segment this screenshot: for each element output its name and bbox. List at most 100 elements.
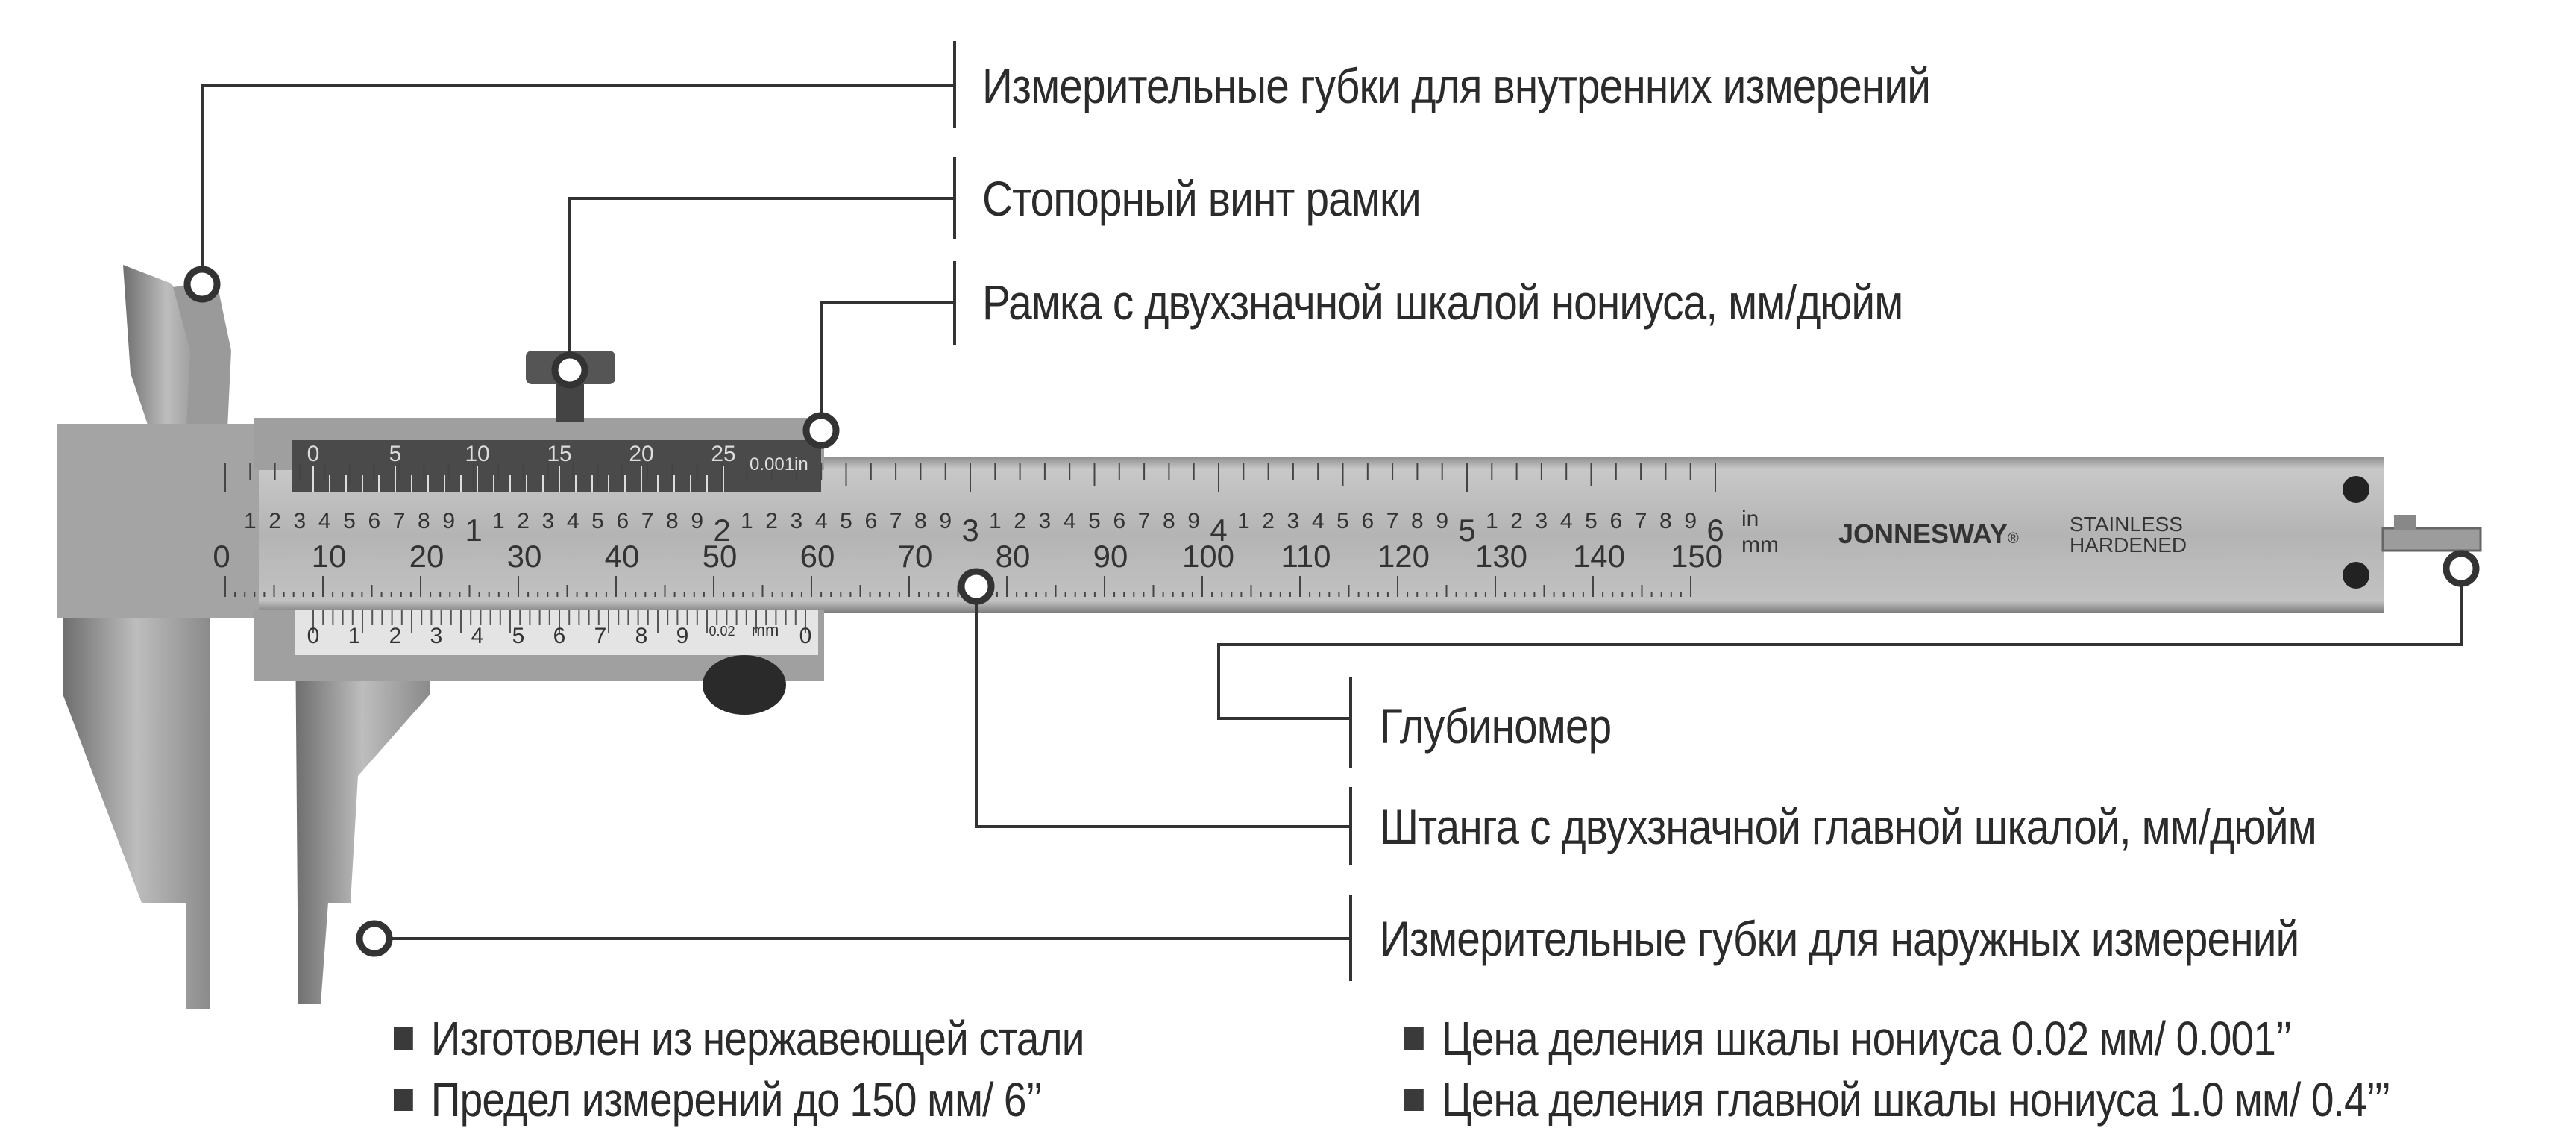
callout-line-lock-screw: [568, 197, 955, 356]
mm-scale-label: 0: [213, 539, 230, 574]
mm-scale-label: 20: [409, 539, 444, 574]
inch-subdivision-label: 4: [1064, 509, 1076, 533]
bullet-square-icon: [1404, 1027, 1424, 1050]
inch-subdivision-label: 9: [442, 509, 455, 533]
inch-unit-label: in: [1741, 507, 1759, 531]
inch-subdivision-label: 3: [1536, 509, 1548, 533]
inch-subdivision-label: 3: [1039, 509, 1052, 533]
mm-scale-label: 70: [898, 539, 933, 574]
feature-item: Цена деления главной шкалы нониуса 1.0 м…: [1404, 1073, 2391, 1127]
inch-subdivision-label: 2: [765, 509, 778, 533]
label-frame: Рамка с двухзначной шкалой нониуса, мм/д…: [982, 275, 1903, 330]
inch-subdivision-label: 2: [1014, 509, 1026, 533]
top-vernier-label: 0: [307, 442, 320, 466]
inch-subdivision-label: 9: [939, 509, 952, 533]
inch-subdivision-label: 8: [666, 509, 679, 533]
mm-scale-label: 80: [996, 539, 1031, 574]
inch-subdivision-label: 9: [1684, 509, 1697, 533]
depth-rod: [2381, 527, 2482, 552]
bullet-square-icon: [1404, 1089, 1424, 1111]
top-vernier-label: 15: [547, 442, 571, 466]
inch-subdivision-label: 4: [318, 509, 331, 533]
inch-subdivision-label: 6: [864, 509, 877, 533]
bullet-square-icon: [394, 1089, 413, 1111]
brand-logo: JONNESWAY: [1838, 519, 2008, 549]
feature-item: Предел измерений до 150 мм/ 6’’: [394, 1073, 1043, 1127]
bottom-vernier-unit: mm: [752, 621, 779, 639]
moving-inner-jaw: [173, 280, 231, 429]
inch-subdivision-label: 3: [294, 509, 307, 533]
bottom-vernier-label: 8: [635, 624, 648, 648]
inch-subdivision-label: 8: [1411, 509, 1424, 533]
inch-subdivision-label: 2: [517, 509, 530, 533]
label-lock-screw: Стопорный винт рамки: [982, 171, 1421, 226]
callout-marker: [183, 266, 221, 303]
inch-subdivision-label: 9: [1187, 509, 1200, 533]
bullet-square-icon: [394, 1027, 413, 1050]
mm-scale-label: 50: [703, 539, 738, 574]
inch-subdivision-label: 7: [1138, 509, 1151, 533]
mm-scale-label: 60: [800, 539, 835, 574]
bottom-vernier-label: 9: [676, 624, 689, 648]
feature-item: Изготовлен из нержавеющей стали: [394, 1015, 1084, 1062]
thumb-wheel: [703, 655, 786, 715]
inch-subdivision-label: 7: [890, 509, 902, 533]
inch-subdivision-label: 6: [368, 509, 380, 533]
top-vernier-label: 20: [629, 442, 653, 466]
feature-text: Цена деления главной шкалы нониуса 1.0 м…: [1441, 1073, 2391, 1127]
inch-subdivision-label: 3: [1287, 509, 1300, 533]
bottom-vernier-resolution: 0.02: [709, 624, 735, 639]
feature-text: Предел измерений до 150 мм/ 6’’: [430, 1073, 1043, 1127]
inch-subdivision-label: 7: [641, 509, 654, 533]
inch-subdivision-label: 5: [1088, 509, 1101, 533]
mm-scale-label: 120: [1377, 539, 1430, 574]
feature-text: Цена деления шкалы нониуса 0.02 мм/ 0.00…: [1441, 1012, 2293, 1065]
mm-scale-label: 100: [1182, 539, 1234, 574]
inch-subdivision-label: 7: [1386, 509, 1399, 533]
mm-scale-label: 90: [1093, 539, 1128, 574]
inch-subdivision-label: 3: [791, 509, 803, 533]
mm-unit-label: mm: [1741, 533, 1779, 557]
top-vernier-label: 10: [465, 442, 489, 466]
inch-subdivision-label: 4: [815, 509, 828, 533]
top-vernier-label: 5: [389, 442, 402, 466]
bottom-vernier-label: 0: [307, 624, 320, 648]
inch-subdivision-label: 2: [1262, 509, 1275, 533]
callout-marker: [356, 920, 393, 957]
inch-subdivision-label: 2: [268, 509, 281, 533]
inch-subdivision-label: 1: [492, 509, 505, 533]
inch-subdivision-label: 5: [343, 509, 356, 533]
top-vernier-label: 25: [711, 442, 735, 466]
label-inner-jaws: Измерительные губки для внутренних измер…: [982, 58, 1931, 113]
inch-subdivision-label: 2: [1510, 509, 1523, 533]
inch-subdivision-label: 4: [567, 509, 579, 533]
mm-scale-label: 130: [1475, 539, 1527, 574]
bottom-vernier-label: 4: [471, 624, 484, 648]
bottom-vernier-label: 0: [799, 624, 812, 648]
bottom-vernier-label: 6: [553, 624, 566, 648]
inch-subdivision-label: 9: [691, 509, 703, 533]
beam-screw: [2343, 562, 2369, 589]
top-vernier-unit: 0.001in: [750, 454, 808, 475]
inch-scale-label: 4: [1210, 513, 1227, 548]
label-beam: Штанга с двухзначной главной шкалой, мм/…: [1380, 799, 2317, 854]
top-vernier-plate: [292, 440, 821, 492]
inch-subdivision-label: 1: [1486, 509, 1498, 533]
inch-subdivision-label: 3: [542, 509, 555, 533]
mm-scale-label: 30: [507, 539, 542, 574]
mm-scale-label: 140: [1573, 539, 1625, 574]
bottom-vernier-label: 5: [512, 624, 525, 648]
inch-subdivision-label: 6: [1113, 509, 1125, 533]
inch-subdivision-label: 1: [244, 509, 257, 533]
inch-scale-label: 5: [1458, 513, 1475, 548]
label-outer-jaws: Измерительные губки для наружных измерен…: [1380, 911, 2299, 966]
callout-marker: [2443, 550, 2480, 587]
brand-mark: ®: [2008, 530, 2019, 547]
inch-scale-label: 2: [713, 513, 730, 548]
material-label: HARDENED: [2070, 533, 2187, 557]
callout-marker: [802, 412, 840, 449]
inch-subdivision-label: 1: [1237, 509, 1250, 533]
inch-subdivision-label: 5: [1585, 509, 1598, 533]
